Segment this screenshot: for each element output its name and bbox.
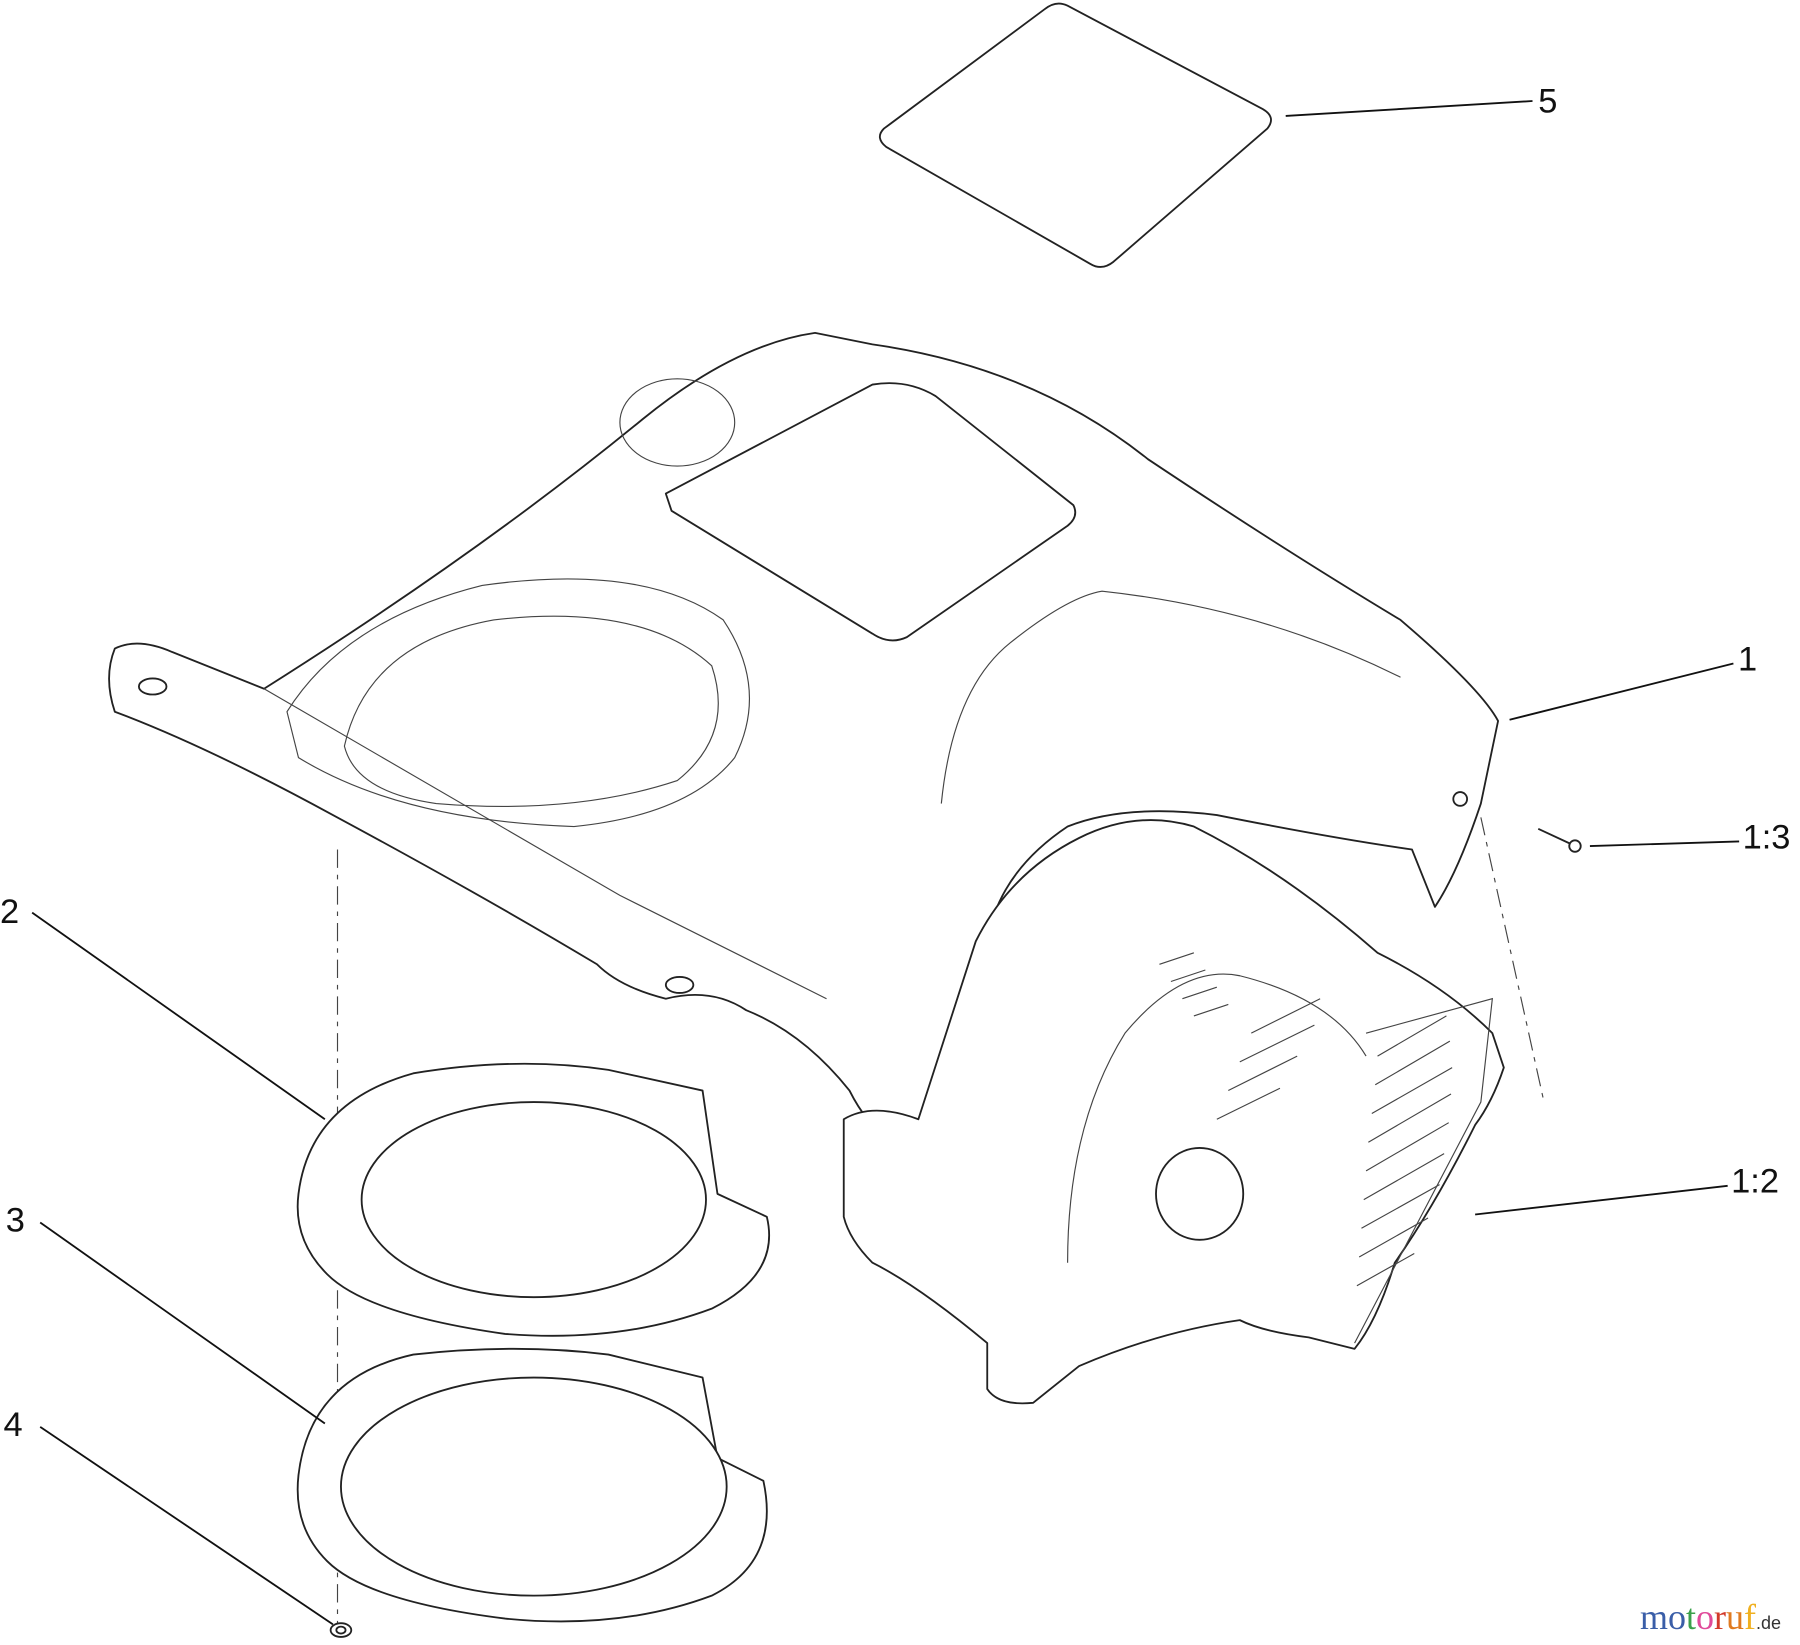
gasket-part-3 [296, 1347, 768, 1623]
leader-2 [31, 911, 326, 1120]
callout-5: 5 [1538, 82, 1557, 120]
vent-slots [1159, 952, 1453, 1287]
leader-1-3 [1589, 840, 1740, 847]
watermark-suffix: .de [1756, 1613, 1782, 1633]
screw-part-1-3 [1537, 827, 1582, 853]
callout-1: 1 [1738, 640, 1757, 678]
gasket-part-2 [296, 1062, 771, 1337]
leader-1 [1509, 662, 1734, 721]
leader-3 [39, 1221, 326, 1425]
callout-1-3: 1:3 [1743, 818, 1791, 856]
decal-part-5 [878, 2, 1272, 268]
leader-4 [39, 1426, 334, 1626]
housing-part-1-2 [842, 819, 1505, 1405]
callout-1-2: 1:2 [1731, 1163, 1779, 1201]
nut-part-4 [329, 1622, 353, 1638]
callout-4: 4 [3, 1406, 22, 1444]
shroud-part-1 [108, 331, 1499, 1149]
leader-1-2 [1475, 1184, 1728, 1216]
leader-5 [1285, 100, 1533, 117]
callout-3: 3 [6, 1202, 25, 1240]
callout-2: 2 [0, 893, 19, 931]
watermark-logo: motoruf.de [1640, 1597, 1782, 1637]
